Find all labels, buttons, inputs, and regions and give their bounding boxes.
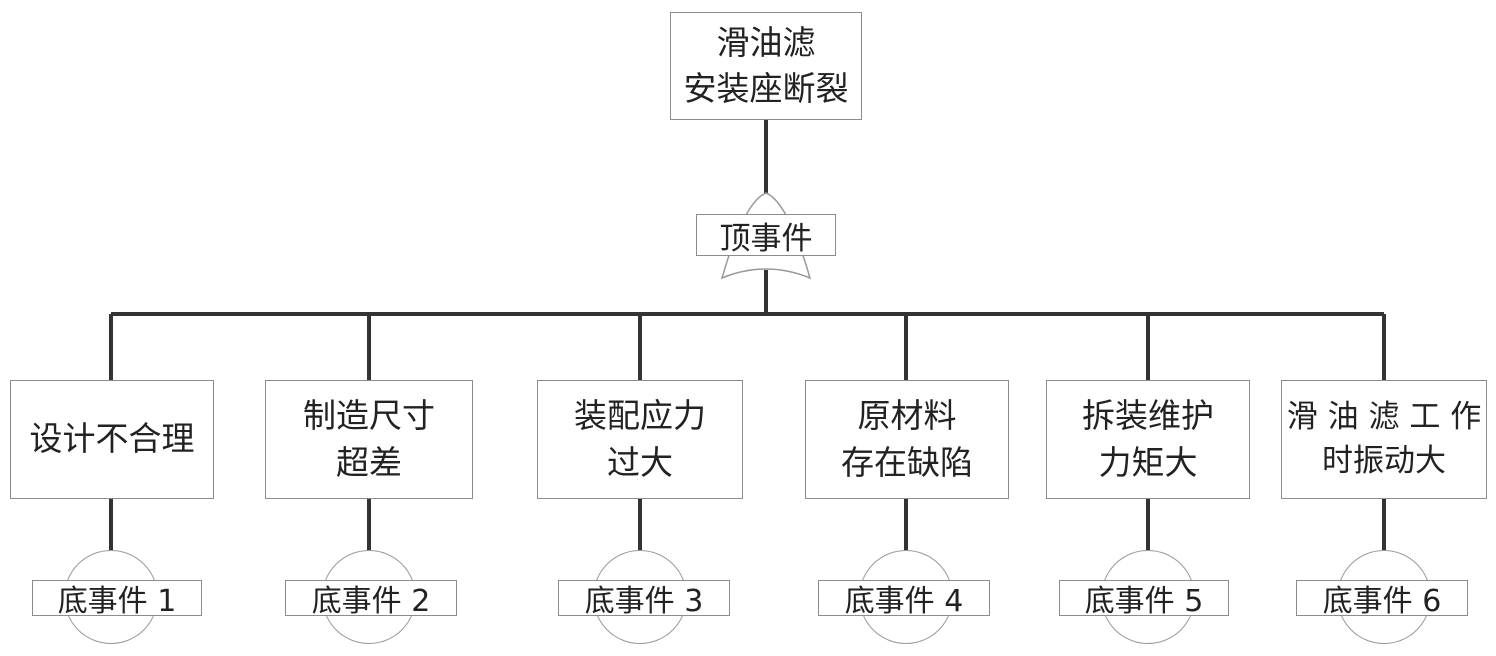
top-event-line2: 安装座断裂 bbox=[683, 69, 849, 108]
basic-event-label-1: 底事件 1 bbox=[32, 580, 202, 619]
cause-box-2: 制造尺寸 超差 bbox=[265, 380, 473, 499]
cause-box-5: 拆装维护 力矩大 bbox=[1046, 380, 1250, 499]
cause-box-1: 设计不合理 bbox=[10, 380, 214, 499]
cause-5-line2: 力矩大 bbox=[1098, 442, 1198, 482]
top-event-box: 滑油滤 安装座断裂 bbox=[670, 12, 862, 120]
cause-4-line2: 存在缺陷 bbox=[841, 442, 973, 482]
cause-2-line1: 制造尺寸 bbox=[303, 396, 435, 436]
cause-box-6: 滑 油 滤 工 作 时振动大 bbox=[1281, 380, 1487, 499]
cause-2-line2: 超差 bbox=[336, 442, 402, 482]
top-event-line1: 滑油滤 bbox=[716, 22, 816, 62]
cause-3-line1: 装配应力 bbox=[574, 396, 706, 436]
basic-event-label-6: 底事件 6 bbox=[1296, 580, 1468, 619]
cause-box-3: 装配应力 过大 bbox=[537, 380, 743, 499]
cause-6-line1: 滑 油 滤 工 作 bbox=[1286, 399, 1482, 436]
cause-5-line1: 拆装维护 bbox=[1082, 396, 1214, 436]
basic-event-label-4: 底事件 4 bbox=[818, 580, 990, 619]
basic-event-label-5: 底事件 5 bbox=[1059, 580, 1229, 619]
cause-3-line2: 过大 bbox=[607, 442, 673, 482]
cause-6-line2: 时振动大 bbox=[1322, 442, 1446, 479]
cause-1-line1: 设计不合理 bbox=[29, 419, 195, 459]
cause-4-line1: 原材料 bbox=[857, 396, 957, 436]
basic-event-label-3: 底事件 3 bbox=[558, 580, 730, 619]
basic-event-label-2: 底事件 2 bbox=[285, 580, 457, 619]
cause-box-4: 原材料 存在缺陷 bbox=[805, 380, 1009, 499]
gate-label: 顶事件 bbox=[696, 214, 836, 257]
